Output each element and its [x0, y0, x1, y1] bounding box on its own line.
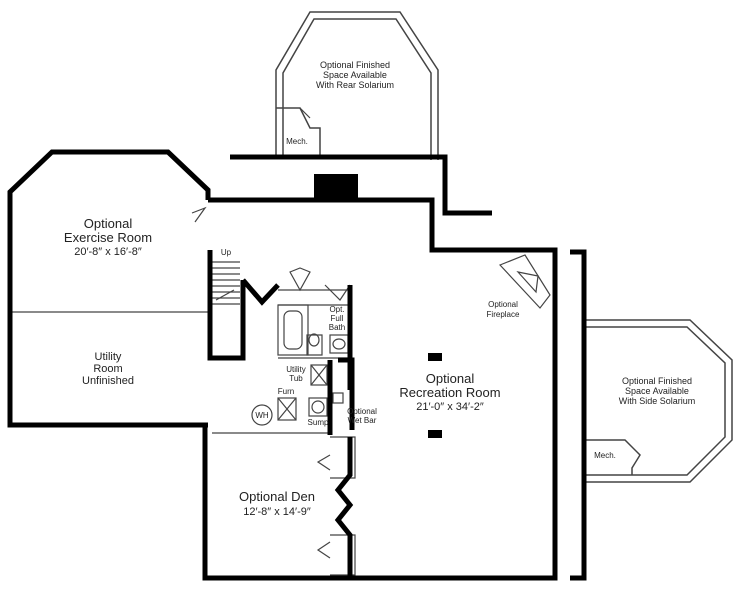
recreation-room-label-1: Optional [426, 371, 475, 386]
fireplace-label-2: Fireplace [487, 310, 520, 319]
wet-bar-label-2: Wet Bar [348, 416, 377, 425]
side-solarium [585, 319, 733, 483]
side-solarium-label-3: With Side Solarium [619, 396, 696, 406]
recreation-room-dims: 21′-0″ x 34′-2″ [416, 401, 484, 413]
utility-tub-label-2: Tub [289, 374, 303, 383]
side-solarium-label-1: Optional Finished [622, 376, 692, 386]
water-heater-label: WH [255, 411, 269, 420]
column-2 [428, 430, 442, 438]
side-solarium-label-2: Space Available [625, 386, 689, 396]
recreation-room-label-2: Recreation Room [399, 385, 500, 400]
utility-room-label-3: Unfinished [82, 375, 134, 387]
fireplace-label-1: Optional [488, 300, 518, 309]
den-dims: 12′-8″ x 14′-9″ [243, 506, 311, 518]
rear-mech-label: Mech. [286, 137, 308, 146]
side-mech-label: Mech. [594, 451, 616, 460]
rear-solarium-label-3: With Rear Solarium [316, 80, 394, 90]
rear-solarium-label-1: Optional Finished [320, 60, 390, 70]
exterior-walls [7, 149, 587, 581]
exercise-room-dims: 20′-8″ x 16′-8″ [74, 246, 142, 258]
stairs-up-label: Up [221, 248, 232, 257]
utility-room-label-1: Utility [95, 351, 122, 363]
utility-tub-label-1: Utility [286, 365, 306, 374]
column-1 [428, 353, 442, 361]
utility-room-label-2: Room [93, 363, 122, 375]
bath-label-1: Opt. [329, 305, 344, 314]
bath-label-2: Full [331, 314, 344, 323]
furnace-label: Furn [278, 387, 294, 396]
interior-lines [12, 107, 551, 576]
chimney [314, 174, 358, 198]
rear-solarium-label-2: Space Available [323, 70, 387, 80]
exercise-room-label-2: Exercise Room [64, 230, 152, 245]
wet-bar-label-1: Optional [347, 407, 377, 416]
rear-solarium [275, 11, 439, 160]
sump-label: Sump [308, 418, 329, 427]
bath-label-3: Bath [329, 323, 345, 332]
exercise-room-label-1: Optional [84, 216, 133, 231]
den-label: Optional Den [239, 489, 315, 504]
